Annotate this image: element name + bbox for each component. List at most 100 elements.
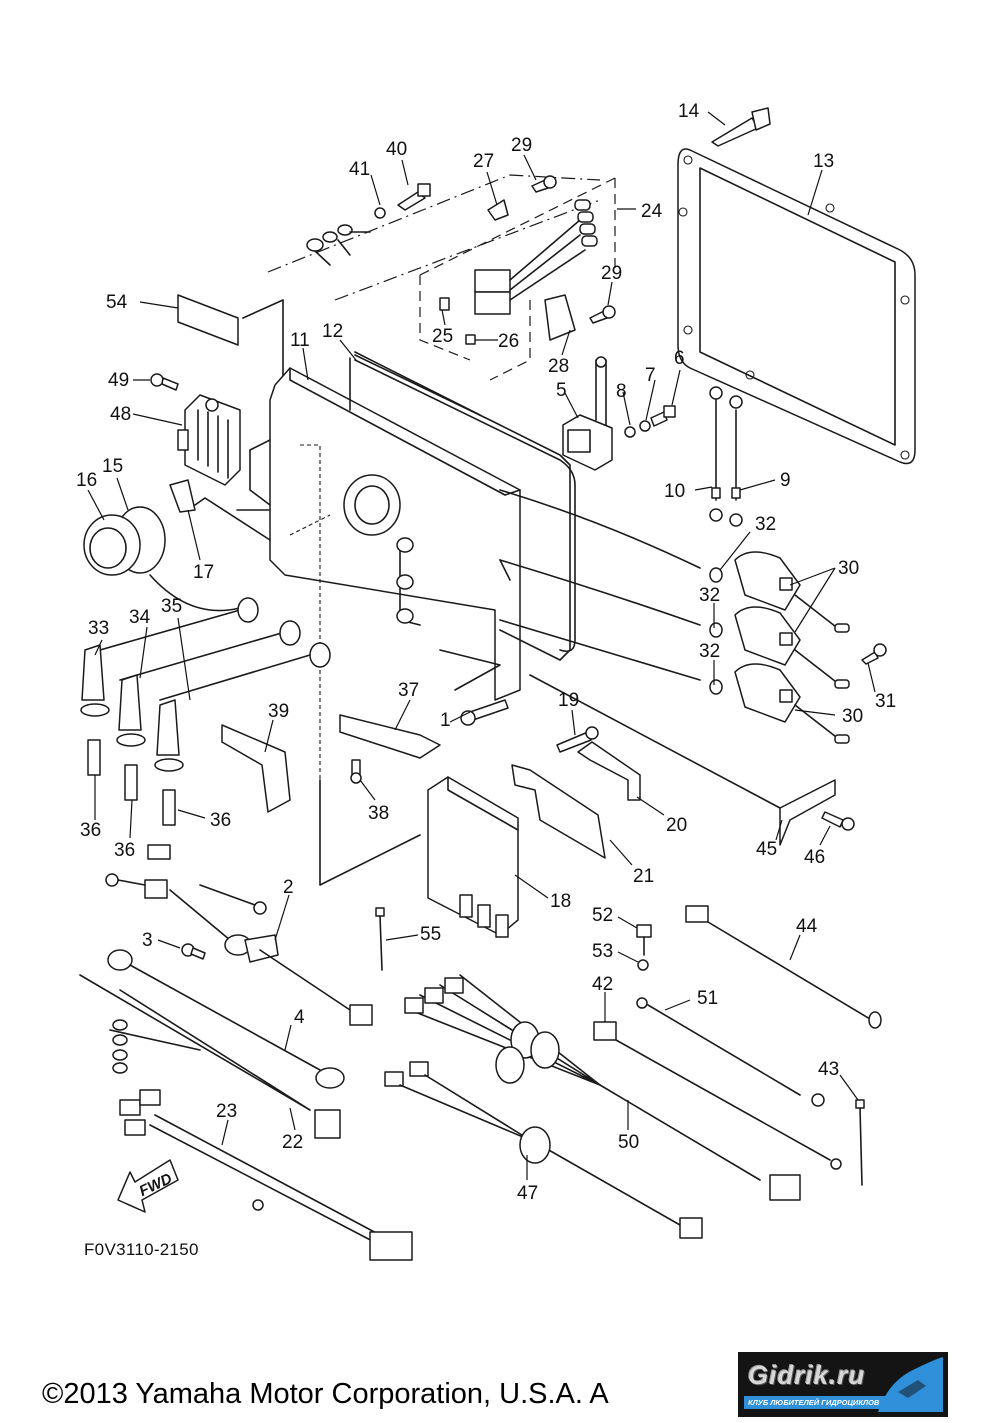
part-spark-plugs-36: [87, 739, 176, 826]
part-bolt-40: [397, 183, 431, 211]
callout-7: 7: [645, 365, 656, 386]
callout-1: 1: [440, 710, 451, 731]
part-harness-50: [404, 974, 801, 1201]
callout-2: 2: [283, 877, 294, 898]
part-relay-5: [562, 356, 613, 471]
callout-25: 25: [432, 326, 453, 347]
callout-20: 20: [666, 815, 687, 836]
callout-22: 22: [282, 1132, 303, 1153]
callout-23: 23: [216, 1101, 237, 1122]
part-washer-8: [624, 426, 636, 438]
callout-39: 39: [268, 701, 289, 722]
part-cap-16: [83, 506, 166, 576]
callout-33: 33: [88, 618, 109, 639]
callout-6: 6: [674, 348, 685, 369]
callout-44: 44: [796, 916, 818, 937]
callout-15: 15: [102, 456, 123, 477]
callout-14: 14: [678, 101, 700, 122]
callout-45: 45: [756, 839, 777, 860]
callout-49: 49: [108, 370, 129, 391]
gidrik-logo[interactable]: Gidrik.ru КЛУБ ЛЮБИТЕЛЕЙ ГИДРОЦИКЛОВ: [738, 1352, 948, 1417]
callout-36c: 36: [210, 810, 231, 831]
part-lugs: [306, 224, 371, 266]
callout-53: 53: [592, 941, 613, 962]
part-tie-55: [375, 907, 385, 971]
part-label-54: [177, 294, 239, 346]
callout-48: 48: [110, 404, 131, 425]
part-cable-51: [636, 997, 825, 1107]
callout-50: 50: [618, 1132, 639, 1153]
part-plate-37: [339, 714, 441, 759]
callout-30a: 30: [838, 558, 859, 579]
callout-27: 27: [473, 151, 494, 172]
callout-41: 41: [349, 159, 370, 180]
callout-18: 18: [550, 891, 571, 912]
part-cdi-18: [427, 776, 519, 938]
callout-37: 37: [398, 680, 419, 701]
part-gasket-cover: [677, 148, 916, 465]
callout-3: 3: [142, 930, 153, 951]
callout-42: 42: [592, 974, 613, 995]
callout-40: 40: [386, 139, 407, 160]
part-harness-47: [384, 1061, 703, 1239]
part-plate-45: [779, 779, 836, 846]
part-harness-2: [105, 844, 373, 1026]
callout-29b: 29: [601, 263, 622, 284]
part-bolt-49: [150, 373, 179, 391]
callout-32a: 32: [755, 514, 776, 535]
part-screw-3: [181, 943, 206, 960]
callout-9: 9: [780, 470, 791, 491]
part-screw-14: [711, 107, 771, 147]
part-cable-42: [593, 1021, 842, 1170]
part-terminal-block: [439, 199, 598, 345]
callout-47: 47: [517, 1183, 538, 1204]
part-tie-43: [855, 1099, 865, 1186]
part-cable-44: [685, 905, 882, 1029]
callout-26: 26: [498, 331, 519, 352]
callout-38: 38: [368, 803, 389, 824]
group-24-box: [419, 177, 616, 361]
callout-54: 54: [106, 292, 128, 313]
part-washer-53: [637, 959, 649, 971]
part-screw-31: [861, 643, 887, 665]
part-washer-41: [374, 207, 386, 219]
part-screw-38: [350, 759, 362, 784]
callout-8: 8: [616, 381, 627, 402]
callout-28: 28: [548, 356, 569, 377]
part-bolt-6: [650, 405, 676, 427]
callout-34: 34: [129, 607, 151, 628]
part-screw-46: [821, 811, 855, 831]
callout-55: 55: [420, 924, 441, 945]
callout-13: 13: [813, 151, 834, 172]
logo-brand: Gidrik.ru: [748, 1360, 866, 1390]
callout-32c: 32: [699, 641, 720, 662]
part-plug-leads: [80, 597, 331, 772]
callout-32b: 32: [699, 585, 720, 606]
part-rectifier-48: [177, 394, 241, 486]
callout-36a: 36: [80, 820, 101, 841]
callout-4: 4: [294, 1007, 305, 1028]
part-bracket-27: [487, 199, 509, 221]
callout-51: 51: [697, 988, 718, 1009]
callout-30b: 30: [842, 706, 863, 727]
copyright-text: ©2013 Yamaha Motor Corporation, U.S.A. A: [42, 1378, 609, 1410]
part-bracket-20: [577, 741, 641, 801]
callout-52: 52: [592, 905, 613, 926]
callout-leaders: [87, 111, 876, 1180]
callout-5: 5: [556, 380, 567, 401]
part-bolt-52: [636, 924, 652, 956]
fwd-arrow: FWD: [117, 1159, 179, 1213]
part-bolt-29a: [531, 175, 557, 193]
callout-12: 12: [322, 321, 343, 342]
part-bolt-29b: [589, 305, 616, 324]
callout-16: 16: [76, 470, 97, 491]
callout-31: 31: [875, 691, 896, 712]
part-clip-17: [169, 479, 196, 513]
part-bolt-19: [556, 726, 599, 753]
callout-35: 35: [161, 596, 182, 617]
part-ignition-coils: [499, 489, 850, 744]
part-fuse-leads-9-10: [709, 386, 743, 527]
callout-36b: 36: [114, 840, 135, 861]
part-harness-23: [119, 1089, 413, 1261]
